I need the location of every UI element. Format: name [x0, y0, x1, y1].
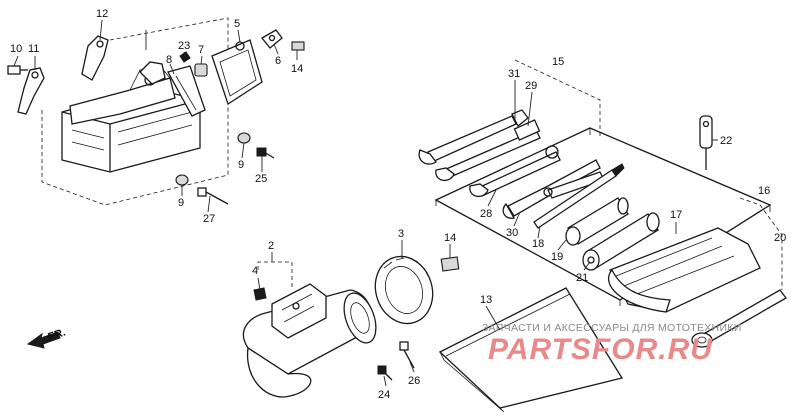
- bracket-8: [167, 65, 206, 117]
- tag-14-top: [291, 41, 305, 51]
- label-10: 10: [10, 43, 22, 55]
- bolt-24: [377, 365, 393, 381]
- label-14-middle: 14: [444, 232, 456, 244]
- terminal-6: [261, 29, 283, 49]
- bracket-12: [81, 35, 109, 81]
- wrench-28: [469, 145, 561, 197]
- wrench-31: [418, 109, 529, 165]
- label-15: 15: [552, 56, 564, 68]
- part-labels: 10 11 12 23 7 8 5 6 14 9 25 9 27 31 29 1…: [10, 8, 786, 401]
- bolt-4: [253, 287, 267, 301]
- label-13: 13: [480, 294, 492, 306]
- label-22: 22: [720, 135, 732, 147]
- label-28: 28: [480, 208, 492, 220]
- label-4: 4: [252, 265, 258, 277]
- bolt-25: [256, 147, 275, 159]
- label-5: 5: [234, 18, 240, 30]
- label-11: 11: [28, 43, 39, 55]
- label-17: 17: [670, 209, 682, 221]
- label-25: 25: [255, 173, 267, 185]
- bolt-26: [399, 341, 415, 369]
- bracket-11: [17, 67, 45, 115]
- clip-23: [179, 51, 191, 63]
- label-14-top: 14: [291, 63, 303, 75]
- watermark-logo: PARTSFOR.RU: [488, 333, 713, 366]
- handle-20: [691, 289, 787, 348]
- label-3: 3: [398, 228, 404, 240]
- label-30: 30: [506, 227, 518, 239]
- wrench-29: [435, 119, 541, 181]
- label-7: 7: [198, 44, 204, 56]
- grommet-9-b: [175, 174, 189, 186]
- box-wrench-21: [582, 212, 660, 271]
- manual-13: [438, 287, 624, 413]
- leader-lines: [13, 19, 718, 387]
- label-16: 16: [758, 185, 770, 197]
- clamp-ring-3: [374, 255, 434, 325]
- label-29: 29: [525, 80, 537, 92]
- label-23: 23: [178, 40, 190, 52]
- pliers-30: [502, 159, 605, 219]
- label-31: 31: [508, 68, 520, 80]
- label-2: 2: [268, 240, 274, 252]
- label-21: 21: [576, 272, 588, 284]
- grommet-7: [194, 63, 208, 77]
- battery-band-5: [211, 39, 263, 106]
- pin-22: [699, 115, 713, 170]
- label-20: 20: [774, 232, 786, 244]
- label-18: 18: [532, 238, 544, 250]
- tag-14-middle: [440, 256, 460, 272]
- label-12: 12: [96, 8, 108, 20]
- label-24: 24: [378, 389, 390, 401]
- socket-wrench-19: [565, 197, 629, 246]
- label-9-a: 9: [238, 159, 244, 171]
- grommet-9-a: [237, 132, 251, 144]
- battery-box: [41, 17, 229, 206]
- watermark-caption: ЗАПЧАСТИ И АКСЕССУАРЫ ДЛЯ МОТОТЕХНИКИ: [482, 322, 742, 334]
- label-27: 27: [203, 213, 215, 225]
- bolt-27: [197, 187, 229, 205]
- label-9-b: 9: [178, 197, 184, 209]
- front-arrow-icon: [26, 331, 61, 349]
- screwdriver-18: [533, 163, 625, 229]
- label-19: 19: [551, 251, 563, 263]
- label-6: 6: [275, 55, 281, 67]
- label-8: 8: [166, 54, 172, 66]
- bolt-10: [7, 65, 28, 75]
- tool-bag-17: [607, 227, 761, 313]
- air-cleaner-2: [242, 283, 377, 398]
- label-26: 26: [408, 375, 420, 387]
